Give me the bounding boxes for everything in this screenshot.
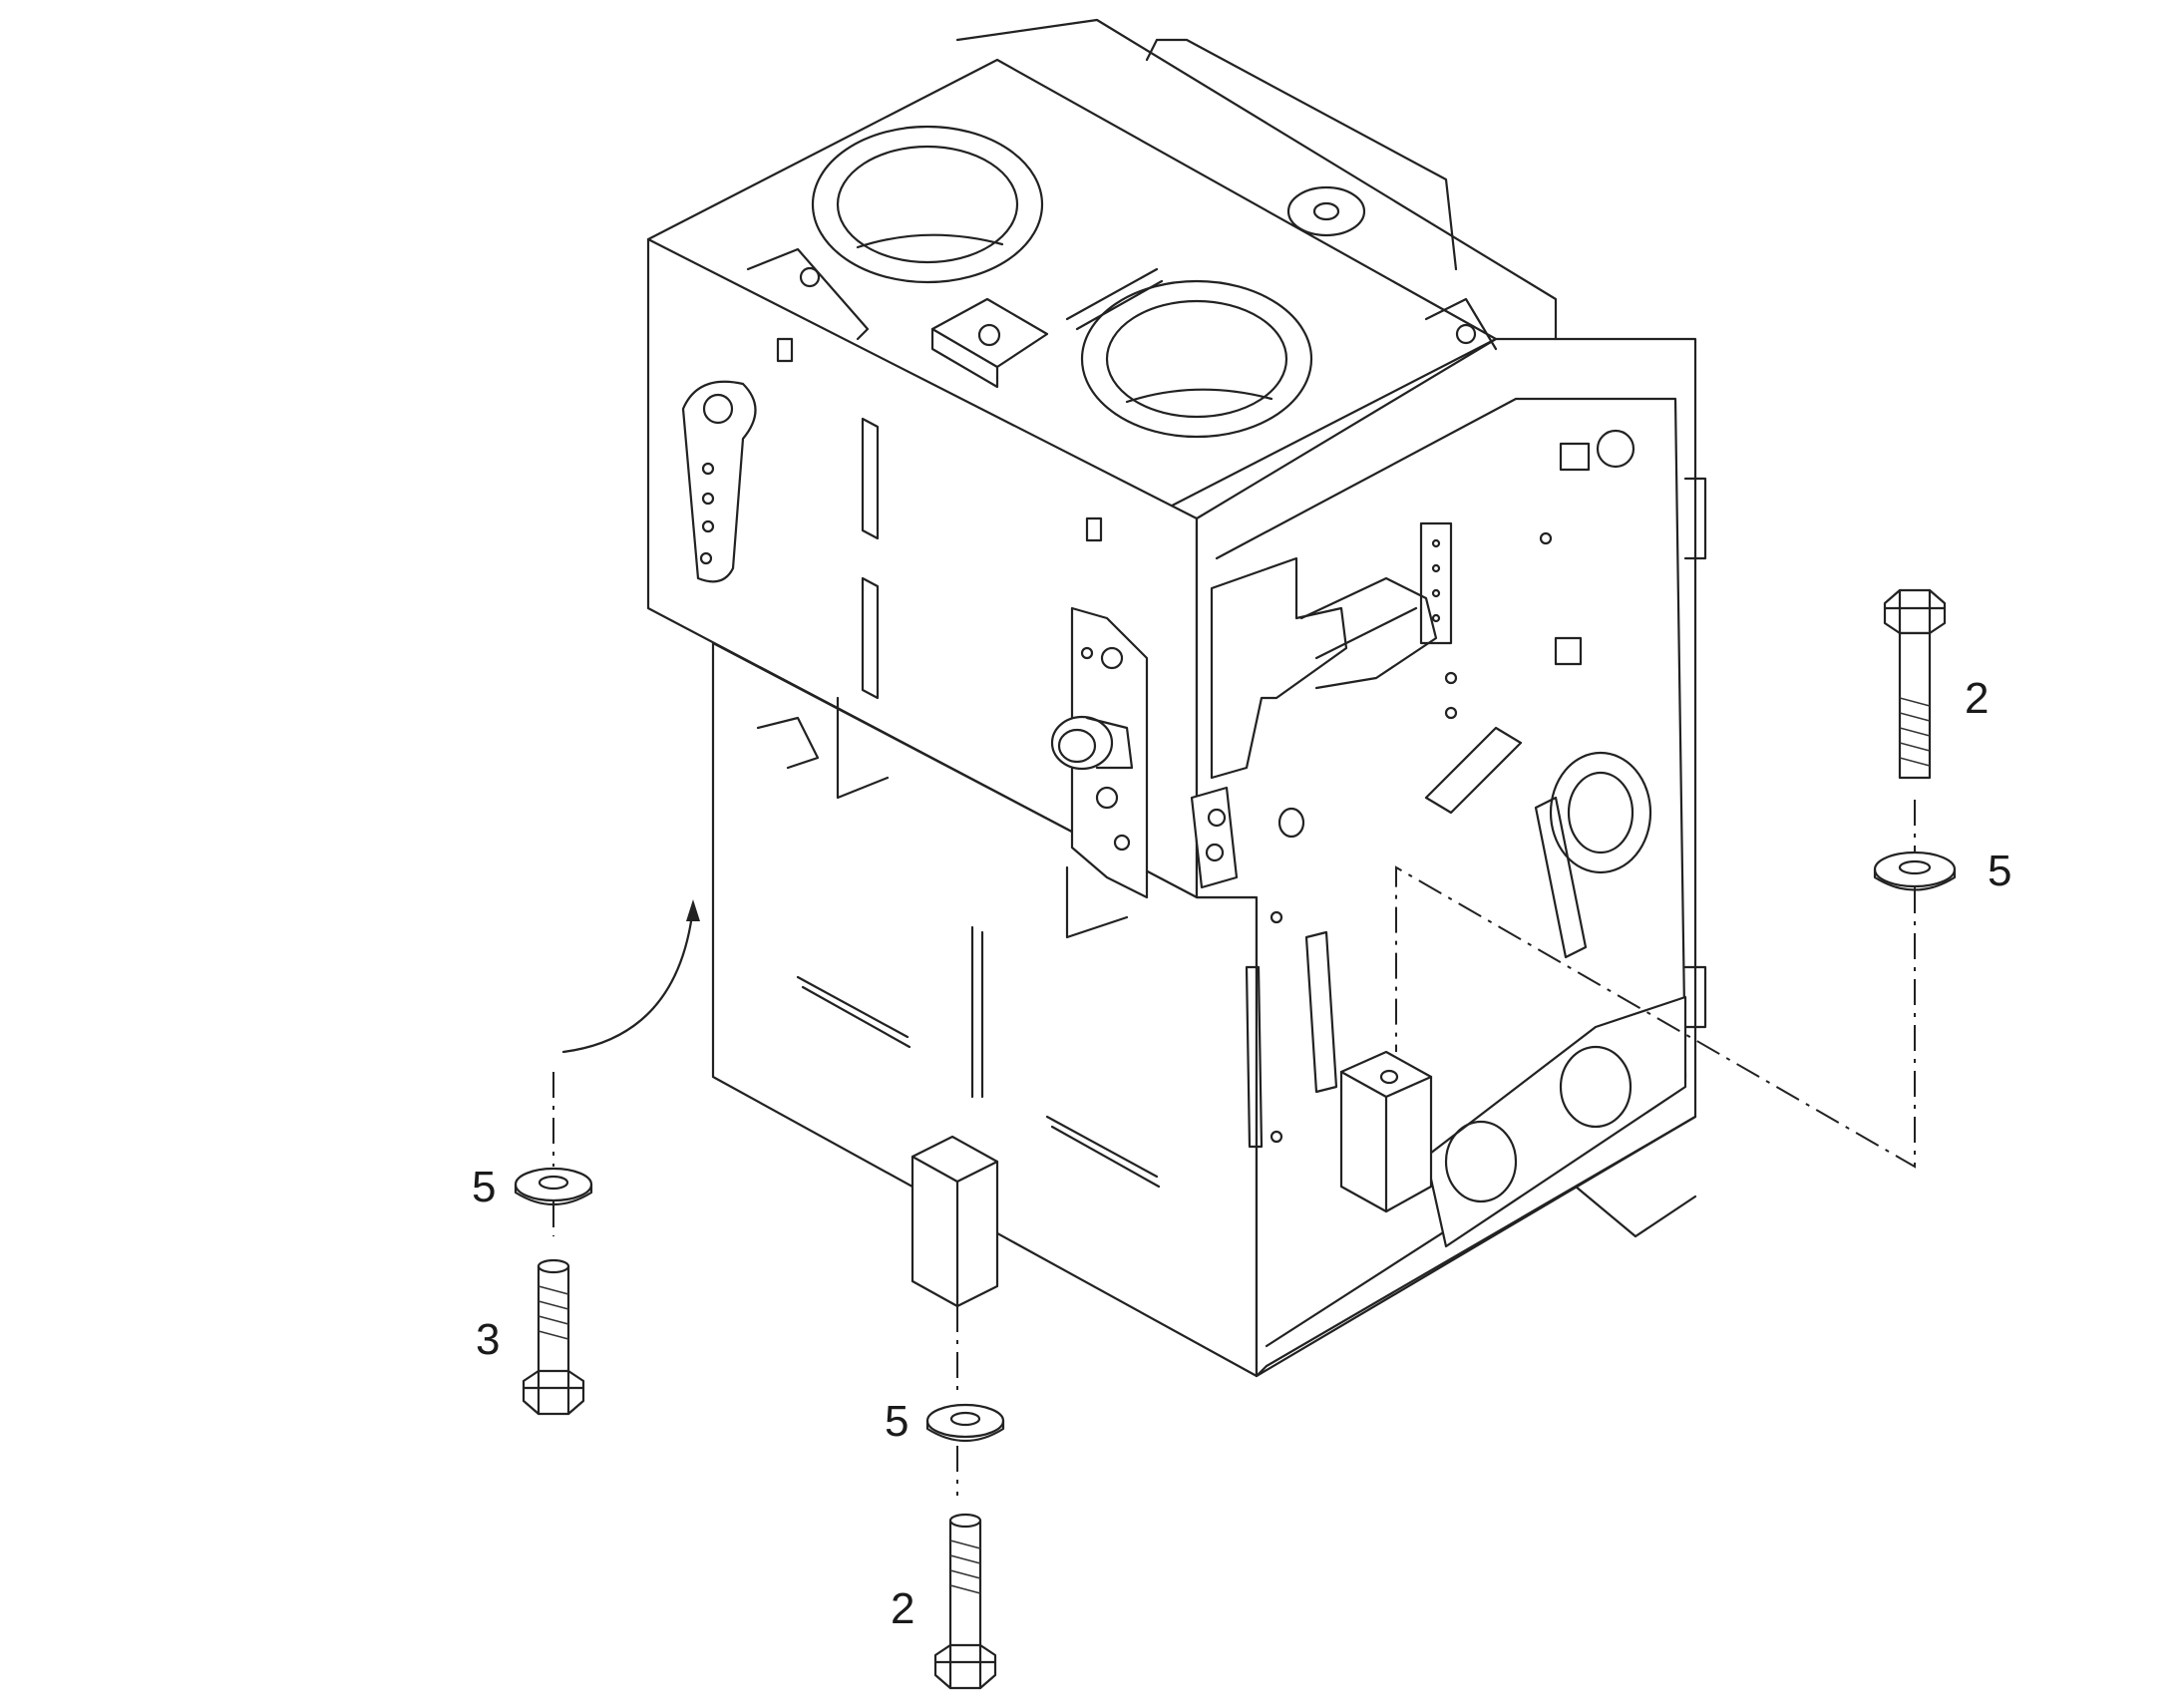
bolt-right — [1883, 588, 1947, 780]
washer-bottom — [925, 1403, 1005, 1443]
left-face-features — [681, 337, 1239, 1189]
assembly-centerlines — [552, 800, 1916, 1496]
callout-washer-left: 5 — [472, 1163, 496, 1211]
rotation-arrow — [561, 899, 700, 1054]
mount-block-right — [1339, 1050, 1433, 1213]
washer-left — [514, 1167, 593, 1206]
bolt-left — [522, 1258, 585, 1416]
mount-block-front — [910, 1135, 999, 1308]
callout-bolt-bottom: 2 — [891, 1584, 914, 1633]
callout-bolt-left: 3 — [476, 1315, 500, 1364]
callout-washer-right: 5 — [1988, 847, 2011, 895]
right-face-features — [1210, 429, 1707, 1248]
housing — [646, 18, 1697, 1378]
callout-bolt-right: 2 — [1965, 674, 1989, 723]
callout-washer-bottom: 5 — [885, 1397, 908, 1446]
washer-right — [1873, 851, 1957, 891]
bolt-bottom — [933, 1513, 997, 1690]
